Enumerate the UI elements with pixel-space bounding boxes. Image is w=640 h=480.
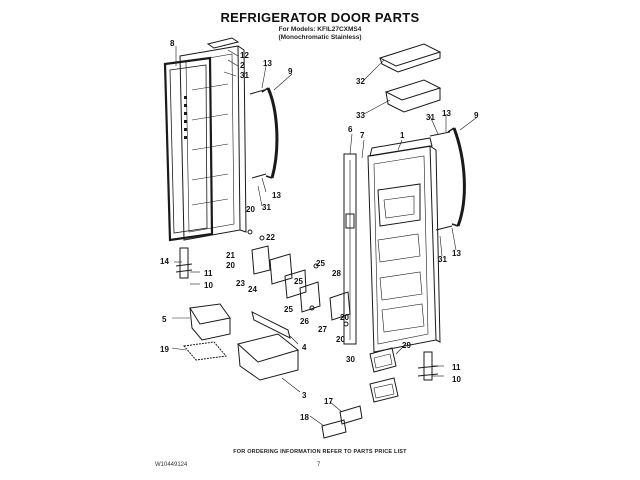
callout-25-mid: 25 bbox=[294, 277, 303, 286]
callout-9-right: 9 bbox=[474, 111, 479, 120]
callout-17: 17 bbox=[324, 397, 333, 406]
callout-labels: 8 12 2 31 13 9 13 31 20 22 21 20 14 11 1… bbox=[160, 39, 479, 422]
callout-13-right-top: 13 bbox=[442, 109, 451, 118]
page-number: 7 bbox=[317, 462, 321, 468]
finish-line: (Monochromatic Stainless) bbox=[278, 34, 362, 41]
callout-32: 32 bbox=[356, 77, 365, 86]
callout-20-right-b: 20 bbox=[336, 335, 345, 344]
callout-26: 26 bbox=[300, 317, 309, 326]
callout-1: 1 bbox=[400, 131, 405, 140]
top-dairy-bin bbox=[378, 43, 442, 73]
dispenser-gasket-29 bbox=[369, 347, 397, 373]
callout-13-right-bottom: 13 bbox=[452, 249, 461, 258]
left-door-gasket bbox=[163, 56, 214, 242]
callout-31-left-top: 31 bbox=[240, 71, 249, 80]
bin-liner bbox=[183, 341, 227, 361]
callout-2: 2 bbox=[240, 61, 245, 70]
callout-27: 27 bbox=[318, 325, 327, 334]
callout-31-left-bottom: 31 bbox=[262, 203, 271, 212]
callout-23: 23 bbox=[236, 279, 245, 288]
callout-9-left: 9 bbox=[288, 67, 293, 76]
callout-31-right-top: 31 bbox=[426, 113, 435, 122]
callout-21: 21 bbox=[226, 251, 235, 260]
callout-20-lower: 20 bbox=[226, 261, 235, 270]
callout-18: 18 bbox=[300, 413, 309, 422]
door-shelf-rail bbox=[251, 311, 291, 339]
callout-13-left-top: 13 bbox=[263, 59, 272, 68]
callout-12: 12 bbox=[240, 51, 249, 60]
right-handle-screws bbox=[429, 131, 453, 231]
ordering-note: FOR ORDERING INFORMATION REFER TO PARTS … bbox=[233, 449, 407, 455]
callout-11-left: 11 bbox=[204, 269, 213, 278]
callout-19: 19 bbox=[160, 345, 169, 354]
callout-10-left: 10 bbox=[204, 281, 213, 290]
left-lower-hinge bbox=[175, 247, 193, 279]
callout-20-upper: 20 bbox=[246, 205, 255, 214]
left-door-panel bbox=[179, 45, 247, 241]
left-door-top-cap bbox=[206, 37, 240, 49]
top-bin-tray bbox=[384, 79, 442, 113]
callout-13-left-bottom: 13 bbox=[272, 191, 281, 200]
callout-22: 22 bbox=[266, 233, 275, 242]
callout-10-right: 10 bbox=[452, 375, 461, 384]
door-bin-small bbox=[189, 303, 231, 341]
left-door-handle bbox=[261, 87, 279, 179]
callout-25-top: 25 bbox=[316, 259, 325, 268]
callout-25-low: 25 bbox=[284, 305, 293, 314]
callout-leaders bbox=[171, 46, 477, 427]
callout-31-right-bottom: 31 bbox=[438, 255, 447, 264]
callout-6: 6 bbox=[348, 125, 353, 134]
door-latch-17 bbox=[339, 405, 363, 425]
callout-20-right-a: 20 bbox=[340, 313, 349, 322]
callout-11-right: 11 bbox=[452, 363, 461, 372]
page-title: REFRIGERATOR DOOR PARTS bbox=[220, 10, 420, 25]
model-line: For Models: KFIL27CXMS4 bbox=[278, 26, 362, 33]
callout-24: 24 bbox=[248, 285, 257, 294]
callout-29: 29 bbox=[402, 341, 411, 350]
callout-5: 5 bbox=[162, 315, 167, 324]
callout-8: 8 bbox=[170, 39, 175, 48]
callout-7: 7 bbox=[360, 131, 365, 140]
door-bin-large bbox=[236, 333, 300, 381]
right-door-panel bbox=[367, 137, 441, 353]
dispenser-gasket-30 bbox=[369, 377, 399, 403]
right-door-handle bbox=[447, 127, 466, 227]
callout-33: 33 bbox=[356, 111, 365, 120]
callout-3: 3 bbox=[302, 391, 307, 400]
left-handle-screws bbox=[249, 89, 267, 179]
callout-30: 30 bbox=[346, 355, 355, 364]
callout-28: 28 bbox=[332, 269, 341, 278]
document-number: W10449124 bbox=[155, 462, 188, 468]
callout-14: 14 bbox=[160, 257, 169, 266]
callout-4: 4 bbox=[302, 343, 307, 352]
door-stop-18 bbox=[321, 419, 347, 439]
